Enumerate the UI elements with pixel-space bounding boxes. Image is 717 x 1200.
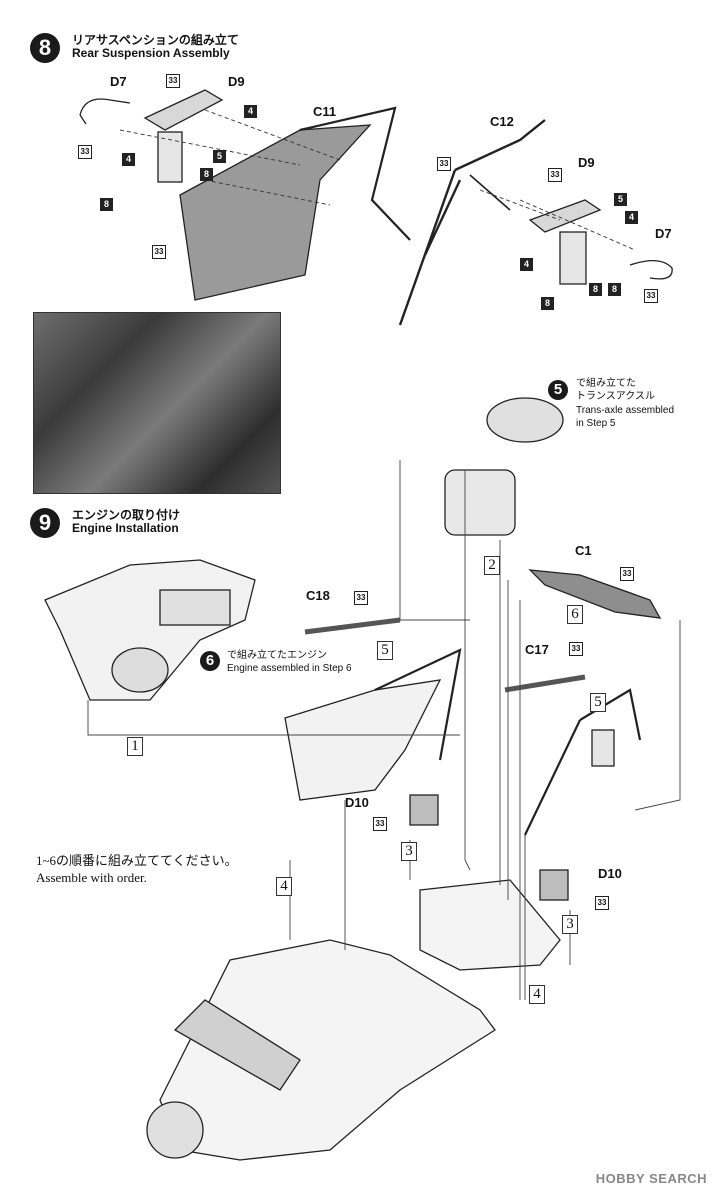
order-2: 2 <box>484 556 500 575</box>
badge-4-a: 4 <box>244 105 257 118</box>
label-d10-right: D10 <box>598 866 622 881</box>
trans-axle-jp-1: で組み立てた <box>576 378 636 389</box>
label-c1: C1 <box>575 543 592 558</box>
badge-33-b: 33 <box>78 145 92 159</box>
badge-4-c: 4 <box>625 211 638 224</box>
badge-33-g: 33 <box>620 567 634 581</box>
badge-5-b: 5 <box>614 193 627 206</box>
badge-33-i: 33 <box>569 642 583 656</box>
engine-callout-jp: で組み立てたエンジン <box>227 650 327 661</box>
badge-8-b: 8 <box>100 198 113 211</box>
step-8-title-en: Rear Suspension Assembly <box>72 46 230 60</box>
badge-8-a: 8 <box>200 168 213 181</box>
badge-33-e: 33 <box>548 168 562 182</box>
order-6: 6 <box>567 605 583 624</box>
label-c11: C11 <box>313 104 337 119</box>
label-c18: C18 <box>306 588 330 603</box>
badge-5-a: 5 <box>213 150 226 163</box>
trans-axle-en-1: Trans-axle assembled <box>576 405 675 416</box>
engine-callout-en: Engine assembled in Step 6 <box>227 663 352 674</box>
engine-step-badge: 6 <box>200 651 220 671</box>
badge-33-k: 33 <box>595 896 609 910</box>
order-5-a: 5 <box>377 641 393 660</box>
badge-33-a: 33 <box>166 74 180 88</box>
badge-8-e: 8 <box>541 297 554 310</box>
reference-photo <box>33 312 281 494</box>
order-4-a: 4 <box>276 877 292 896</box>
step-9-title-jp: エンジンの取り付け <box>72 508 181 522</box>
badge-8-d: 8 <box>608 283 621 296</box>
label-d9-left: D9 <box>228 74 245 89</box>
badge-33-c: 33 <box>152 245 166 259</box>
order-1: 1 <box>127 737 143 756</box>
step-9-number: 9 <box>30 508 60 538</box>
badge-33-d: 33 <box>437 157 451 171</box>
step-9-title-en: Engine Installation <box>72 521 179 535</box>
badge-33-f: 33 <box>644 289 658 303</box>
order-note-en: Assemble with order. <box>36 870 147 885</box>
label-c17: C17 <box>525 642 549 657</box>
step-8-title-jp: リアサスペンションの組み立て <box>72 33 239 47</box>
order-4-b: 4 <box>529 985 545 1004</box>
watermark: HOBBY SEARCH <box>595 1171 707 1186</box>
badge-33-j: 33 <box>373 817 387 831</box>
label-d7-left: D7 <box>110 74 127 89</box>
badge-4-d: 4 <box>520 258 533 271</box>
trans-axle-jp-2: トランスアクスル <box>576 391 655 402</box>
order-3-b: 3 <box>562 915 578 934</box>
label-d7-right: D7 <box>655 226 672 241</box>
step-8-number: 8 <box>30 33 60 63</box>
label-c12: C12 <box>490 114 514 129</box>
order-note-jp: 1~6の順番に組み立ててください。 <box>36 853 238 868</box>
trans-axle-step-badge: 5 <box>548 380 568 400</box>
order-3-a: 3 <box>401 842 417 861</box>
order-5-b: 5 <box>590 693 606 712</box>
label-d9-right: D9 <box>578 155 595 170</box>
label-d10-left: D10 <box>345 795 369 810</box>
trans-axle-en-2: in Step 5 <box>576 418 616 429</box>
badge-4-b: 4 <box>122 153 135 166</box>
badge-33-h: 33 <box>354 591 368 605</box>
badge-8-c: 8 <box>589 283 602 296</box>
